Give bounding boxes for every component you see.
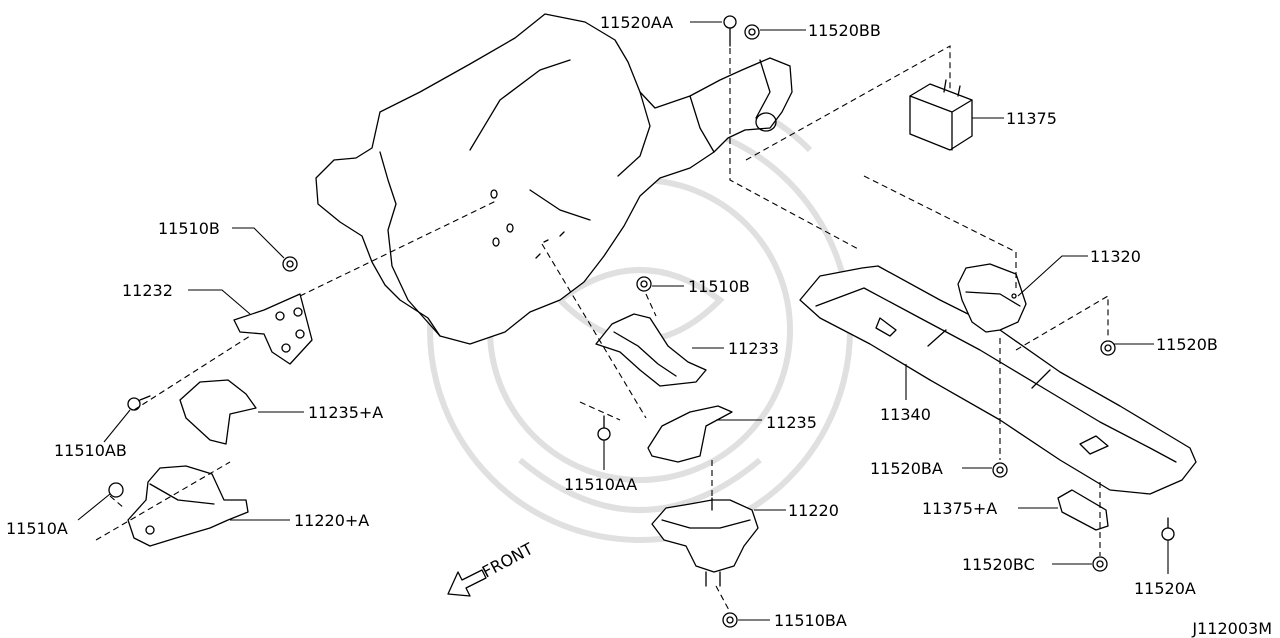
label-11520aa: 11520AA xyxy=(600,13,673,32)
label-11235a: 11235+A xyxy=(308,403,383,422)
leader-lines xyxy=(77,21,1169,621)
label-11520ba: 11520BA xyxy=(870,459,943,478)
assembly-dash-lines xyxy=(95,45,1109,613)
heat-shield-11235a xyxy=(179,379,257,445)
bracket-11375a xyxy=(1057,489,1109,531)
label-11232: 11232 xyxy=(122,281,173,300)
bracket-11232 xyxy=(233,293,313,365)
engine-block xyxy=(315,13,793,345)
label-11510ba: 11510BA xyxy=(774,611,847,630)
crossmember-11340 xyxy=(799,265,1197,495)
label-11375a: 11375+A xyxy=(922,499,997,518)
fastener-set xyxy=(108,15,1175,628)
label-11520bc: 11520BC xyxy=(962,555,1035,574)
label-11510aa: 11510AA xyxy=(564,475,637,494)
label-11235: 11235 xyxy=(766,413,817,432)
engine-mount-11220a xyxy=(127,465,249,547)
label-11233: 11233 xyxy=(728,339,779,358)
label-11510a: 11510A xyxy=(6,519,68,538)
label-11520bb: 11520BB xyxy=(808,21,881,40)
part-labels: 11520AA 11520BB 11375 11510B 11232 11510… xyxy=(6,13,1218,630)
label-11520b: 11520B xyxy=(1156,335,1218,354)
front-arrow-icon xyxy=(447,569,487,597)
label-11220: 11220 xyxy=(788,501,839,520)
label-11510b-center: 11510B xyxy=(688,277,750,296)
engine-mount-11220 xyxy=(651,497,759,587)
part-box-11375 xyxy=(909,79,973,151)
label-11520a: 11520A xyxy=(1134,579,1196,598)
front-label: FRONT xyxy=(479,539,536,582)
rear-mount-11320 xyxy=(957,263,1027,333)
label-11220a: 11220+A xyxy=(294,511,369,530)
bracket-11233 xyxy=(595,313,707,387)
label-11510b-left: 11510B xyxy=(158,219,220,238)
label-11340: 11340 xyxy=(880,405,931,424)
diagram-id: J112003M xyxy=(1191,619,1272,638)
label-11375: 11375 xyxy=(1006,109,1057,128)
heat-shield-11235 xyxy=(647,405,733,463)
label-11510ab: 11510AB xyxy=(54,441,127,460)
label-11320: 11320 xyxy=(1090,247,1141,266)
